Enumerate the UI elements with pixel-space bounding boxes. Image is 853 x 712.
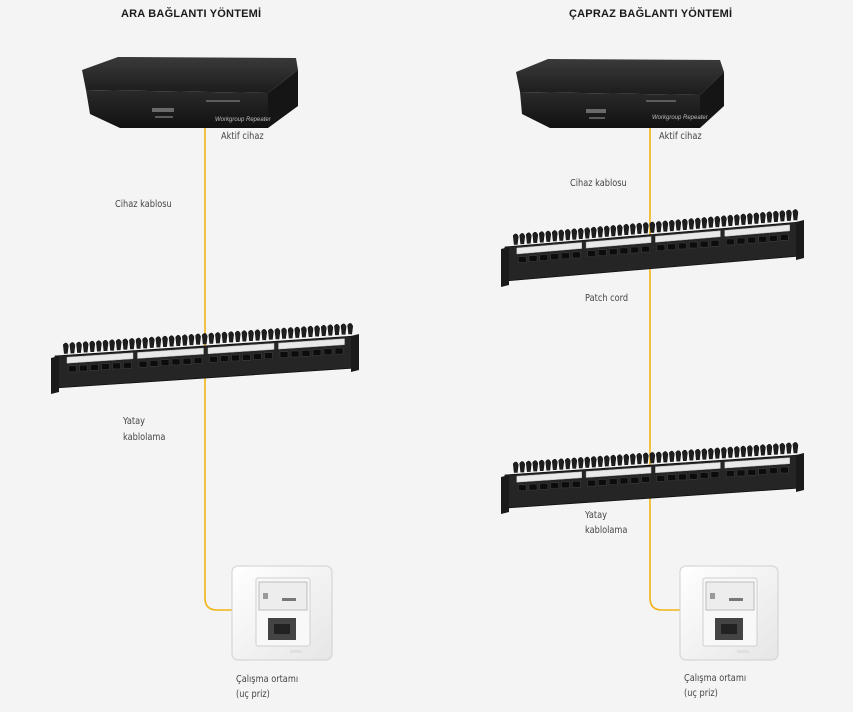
- right-patch-panel-upper: [501, 209, 804, 287]
- left-title: ARA BAĞLANTI YÖNTEMİ: [121, 8, 262, 20]
- right-label-horizontal-1: Yatay: [585, 510, 607, 521]
- right-cable: [649, 128, 683, 611]
- left-active-device: Workgroup Repeater: [82, 57, 298, 128]
- right-label-patch-cord: Patch cord: [585, 293, 629, 304]
- left-label-horizontal-1: Yatay: [123, 416, 145, 427]
- right-wall-outlet: [679, 565, 779, 661]
- left-cable: [204, 128, 236, 611]
- right-label-work-area-1: Çalışma ortamı: [684, 673, 747, 684]
- right-title: ÇAPRAZ BAĞLANTI YÖNTEMİ: [569, 8, 733, 20]
- left-label-device-cable: Cihaz kablosu: [115, 199, 172, 210]
- left-label-work-area-1: Çalışma ortamı: [236, 674, 299, 685]
- right-active-device: Workgroup Repeater: [516, 59, 724, 128]
- right-patch-panel-lower: [501, 442, 804, 514]
- right-label-active-device: Aktif cihaz: [659, 131, 702, 142]
- left-label-work-area-2: (uç priz): [236, 689, 270, 700]
- left-label-active-device: Aktif cihaz: [221, 131, 264, 142]
- right-label-horizontal-2: kablolama: [585, 525, 628, 536]
- right-label-work-area-2: (uç priz): [684, 688, 718, 699]
- left-patch-panel: [51, 323, 359, 394]
- right-label-device-cable: Cihaz kablosu: [570, 178, 627, 189]
- right-device-model-text: Workgroup Repeater: [652, 115, 709, 121]
- left-label-horizontal-2: kablolama: [123, 432, 166, 443]
- left-wall-outlet: [231, 565, 333, 661]
- left-device-model-text: Workgroup Repeater: [215, 117, 272, 123]
